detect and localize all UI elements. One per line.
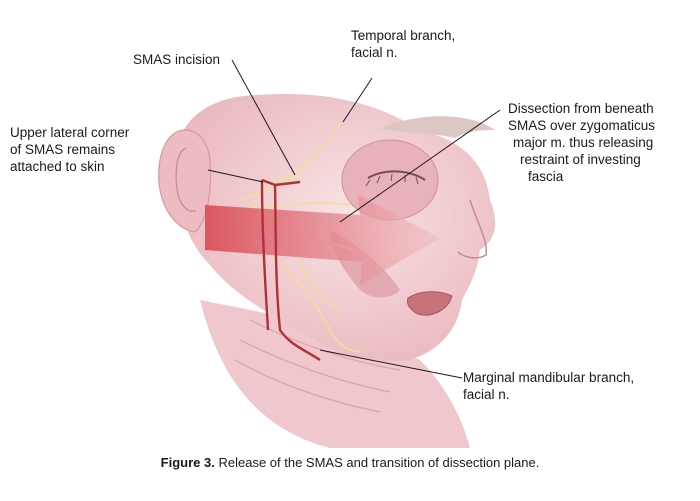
label-line: Temporal branch, <box>351 28 456 43</box>
figure-caption: Figure 3. Release of the SMAS and transi… <box>0 455 700 470</box>
hair <box>380 116 495 138</box>
label-line: fascia <box>528 169 564 184</box>
caption-prefix: Figure 3. <box>160 455 215 470</box>
label-temporal-branch: Temporal branch, facial n. <box>351 27 455 61</box>
label-line: facial n. <box>351 45 398 60</box>
label-dissection: Dissection from beneath SMAS over zygoma… <box>508 100 655 185</box>
label-line: of SMAS remains <box>10 142 116 157</box>
label-line: facial n. <box>463 387 510 402</box>
label-marginal-mandibular: Marginal mandibular branch, facial n. <box>463 369 634 403</box>
neck-region <box>200 300 470 448</box>
label-line: Marginal mandibular branch, <box>463 370 635 385</box>
ear-inner <box>175 147 197 212</box>
leader-lines <box>207 59 501 379</box>
label-line: restraint of investing <box>520 152 641 167</box>
eye-lashes <box>365 173 419 187</box>
lips <box>407 291 453 316</box>
label-line: SMAS over zygomaticus <box>508 118 656 133</box>
label-smas-incision: SMAS incision <box>133 51 220 68</box>
caption-text: Release of the SMAS and transition of di… <box>214 455 540 470</box>
eye <box>367 170 426 181</box>
label-line: major m. thus releasing <box>513 135 654 150</box>
platysma-lines <box>234 319 401 413</box>
label-line: SMAS incision <box>133 52 221 67</box>
ear <box>158 129 212 233</box>
label-line: attached to skin <box>10 159 105 174</box>
label-upper-lateral-corner: Upper lateral corner of SMAS remains att… <box>10 124 129 175</box>
smas-incision-line <box>260 178 321 361</box>
nose <box>457 199 487 259</box>
label-line: Dissection from beneath <box>508 101 654 116</box>
label-line: Upper lateral corner <box>10 125 130 140</box>
